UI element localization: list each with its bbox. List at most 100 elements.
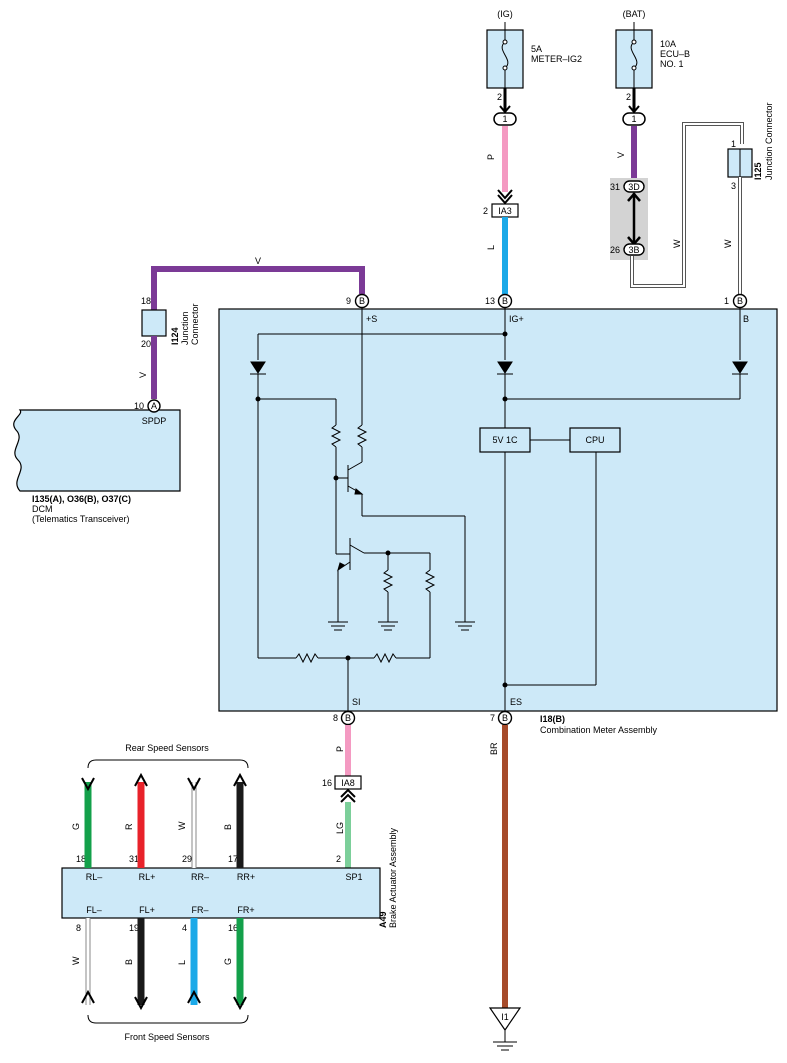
sensor-wires: RL–18GRL+31RRR–29WRR+17BSP12FL–8WFL+19BF… [71, 772, 363, 1011]
wire-rl-color-label: R [124, 823, 134, 830]
i125-pin-top: 1 [731, 139, 736, 149]
svg-text:B: B [743, 314, 749, 324]
bat-fuse-name-1: ECU–B [660, 49, 690, 59]
meter-terminal-si: B 8 [333, 710, 356, 726]
wire-si-p-label: P [335, 746, 345, 752]
wire-fr-color-label: G [223, 958, 233, 965]
ia8-label: IA8 [341, 778, 355, 788]
ig-source-label: (IG) [497, 9, 513, 19]
wire-fl-color-label: B [124, 959, 134, 965]
terminal-fl-pin: 8 [76, 923, 81, 933]
conn-3d [623, 180, 645, 193]
svg-text:B: B [502, 296, 508, 306]
ig-fuse-name: METER–IG2 [531, 54, 582, 64]
wire-rl-color-label: G [71, 823, 81, 830]
regulator-label: 5V 1C [492, 435, 518, 445]
terminal-rl-label: RL– [86, 872, 103, 882]
conn-3b [623, 243, 645, 256]
meter-terminal-s: B 9 +S [346, 293, 377, 324]
ground-i1-icon [488, 1007, 522, 1032]
brake-actuator-id: A49 [378, 911, 388, 928]
dcm-conn: A [151, 401, 157, 411]
ig-fuse: (IG) 5A METER–IG2 2 1 [486, 9, 582, 126]
terminal-rl-label: RL+ [139, 872, 156, 882]
terminal-fl-label: FL+ [139, 905, 155, 915]
wire-bat-w2-label: W [723, 239, 733, 248]
dcm-id: I135(A), O36(B), O37(C) [32, 494, 131, 504]
terminal-fr-label: FR– [191, 905, 208, 915]
front-bracket [87, 1014, 249, 1024]
wire-rr-arrow-icon [187, 777, 201, 792]
meter-terminal-ig: B 13 IG+ [485, 293, 524, 324]
wire-fl-color-label: W [71, 956, 81, 965]
terminal-rl-pin: 18 [76, 854, 86, 864]
i124-id: I124 [170, 327, 180, 345]
dcm-subtitle: (Telematics Transceiver) [32, 514, 130, 524]
rear-bracket [87, 759, 249, 769]
regulator-block [479, 427, 531, 453]
wire-bat-v-label: V [616, 152, 626, 158]
combination-meter-box [218, 308, 778, 712]
svg-text:13: 13 [485, 296, 495, 306]
svg-text:1: 1 [724, 296, 729, 306]
svg-text:B: B [737, 296, 743, 306]
wire-fr-arrow-icon [233, 996, 247, 1011]
dcm-box [13, 409, 181, 492]
dcm-terminal-label: SPDP [142, 416, 167, 426]
wire-sp1-lg-label: LG [335, 822, 345, 834]
ia3-arrow-icon [497, 189, 513, 205]
wire-rr-color-label: B [223, 824, 233, 830]
bat-fuse: (BAT) 10A ECU–B NO. 1 2 1 [615, 9, 690, 126]
meter-id: I18(B) [540, 714, 565, 724]
terminal-fl-pin: 19 [129, 923, 139, 933]
i125-name: Junction Connector [764, 102, 774, 180]
bat-connector-label: 1 [631, 114, 636, 124]
meter-internal-circuit [250, 308, 748, 711]
i125-id: I125 [753, 162, 763, 180]
cpu-block [569, 427, 621, 453]
wire-es-br-label: BR [489, 742, 499, 755]
terminal-rr-pin: 29 [182, 854, 192, 864]
wire-rr-color-label: W [177, 821, 187, 830]
terminal-sp1-pin: 2 [336, 854, 341, 864]
wire-dcm-v-label: V [255, 256, 261, 266]
bat-fuse-rating: 10A [660, 39, 676, 49]
conn-3d-pin: 31 [610, 182, 620, 192]
ground-label: I1 [501, 1012, 509, 1022]
ia3-label: IA3 [498, 206, 512, 216]
meter-terminal-b: B 1 B [724, 293, 749, 324]
wire-rl-arrow-icon [81, 777, 95, 792]
bat-fuse-name-2: NO. 1 [660, 59, 684, 69]
wire-rr-arrow-icon [233, 772, 247, 787]
wire-bat-w1-label: W [672, 239, 682, 248]
bat-source-label: (BAT) [623, 9, 646, 19]
front-sensors-label: Front Speed Sensors [124, 1032, 210, 1042]
svg-text:+S: +S [366, 314, 377, 324]
i124-pin-bottom: 20 [141, 339, 151, 349]
terminal-fr-pin: 16 [228, 923, 238, 933]
meter-es-label: ES [510, 697, 522, 707]
cpu-label: CPU [585, 435, 604, 445]
rear-sensors-label: Rear Speed Sensors [125, 743, 209, 753]
dcm-pin: 10 [134, 401, 144, 411]
i124-pin-top: 18 [141, 296, 151, 306]
svg-text:B: B [345, 713, 351, 723]
wire-ig-p-label: P [486, 154, 496, 160]
bat-fuse-pin: 2 [626, 92, 631, 102]
wire-dcm-v2-label: V [138, 372, 148, 378]
wire-dcm-v [151, 266, 365, 310]
svg-text:IG+: IG+ [509, 314, 524, 324]
svg-text:8: 8 [333, 713, 338, 723]
i125-pin-bottom: 3 [731, 181, 736, 191]
ig-fuse-rating: 5A [531, 44, 542, 54]
i124-name-2: Connector [190, 303, 200, 345]
ia8-arrow-icon [340, 788, 356, 803]
wire-fl-arrow-icon [81, 989, 95, 1004]
conn-3b-pin: 26 [610, 245, 620, 255]
terminal-sp1-label: SP1 [345, 872, 362, 882]
wire-ig-l-label: L [486, 245, 496, 250]
svg-text:B: B [359, 296, 365, 306]
wire-bat-w-outer [630, 122, 744, 288]
svg-text:B: B [502, 713, 508, 723]
